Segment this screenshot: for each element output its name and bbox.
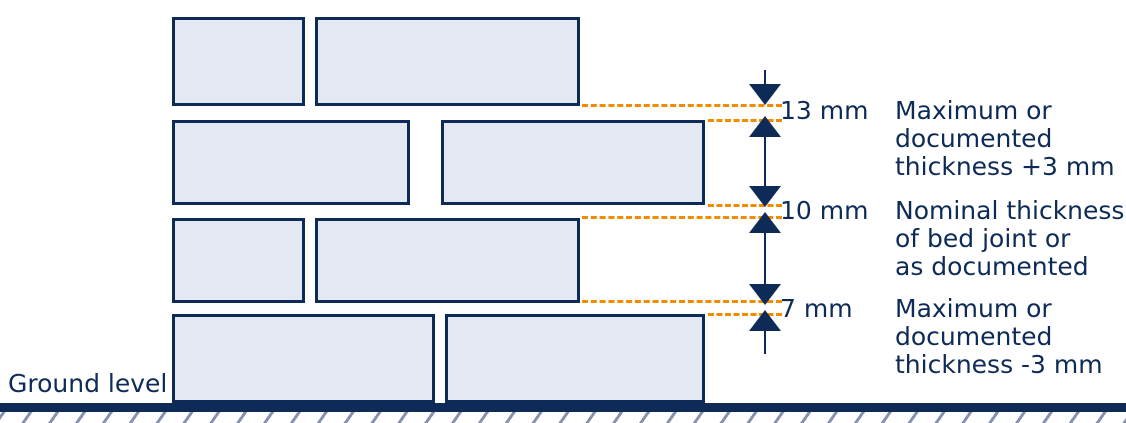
dimension-value-13mm: 13 mm: [780, 96, 869, 125]
dimension-description-7mm-line-3: thickness -3 mm: [895, 350, 1103, 379]
ground-level-label: Ground level: [8, 369, 168, 398]
brick-3-left: [172, 218, 305, 303]
dimension-description-10mm-line-1: Nominal thickness: [895, 196, 1125, 225]
arrow-13mm-top: [749, 84, 781, 105]
leader-line-10mm-lower: [582, 216, 782, 219]
brick-1-left: [172, 17, 305, 106]
dimension-description-13mm-line-1: Maximum or: [895, 96, 1052, 125]
dimension-description-13mm-line-2: documented: [895, 124, 1053, 153]
arrow-10mm-bottom: [749, 212, 781, 233]
dimension-line-lower: [764, 330, 766, 354]
dimension-line-mid-upper: [764, 137, 766, 195]
dimension-description-10mm-line-2: of bed joint or: [895, 224, 1071, 253]
leader-line-7mm-upper: [582, 300, 782, 303]
arrow-13mm-bottom: [749, 116, 781, 137]
dimension-description-13mm-line-3: thickness +3 mm: [895, 152, 1115, 181]
dimension-line-upper: [764, 70, 766, 94]
dimension-line-mid-lower: [764, 228, 766, 284]
arrow-7mm-bottom: [749, 310, 781, 331]
dimension-value-7mm: 7 mm: [780, 294, 853, 323]
ground-level-line: [0, 403, 1126, 412]
brick-2-right: [441, 120, 705, 205]
brick-1-right: [315, 17, 580, 106]
dimension-description-10mm-line-3: as documented: [895, 252, 1089, 281]
dimension-value-10mm: 10 mm: [780, 196, 869, 225]
brick-2-left: [172, 120, 410, 205]
ground-hatching: [0, 412, 1126, 423]
dimension-description-7mm-line-1: Maximum or: [895, 294, 1052, 323]
brick-4-left: [172, 314, 435, 403]
leader-line-10mm-upper: [708, 204, 782, 207]
brick-3-right: [315, 218, 580, 303]
leader-line-7mm-lower: [708, 313, 782, 316]
dimension-description-7mm-line-2: documented: [895, 322, 1053, 351]
arrow-10mm-top: [749, 186, 781, 207]
leader-line-13mm-lower: [708, 119, 782, 122]
brick-4-right: [445, 314, 705, 403]
arrow-7mm-top: [749, 284, 781, 305]
leader-line-13mm-upper: [582, 104, 782, 107]
